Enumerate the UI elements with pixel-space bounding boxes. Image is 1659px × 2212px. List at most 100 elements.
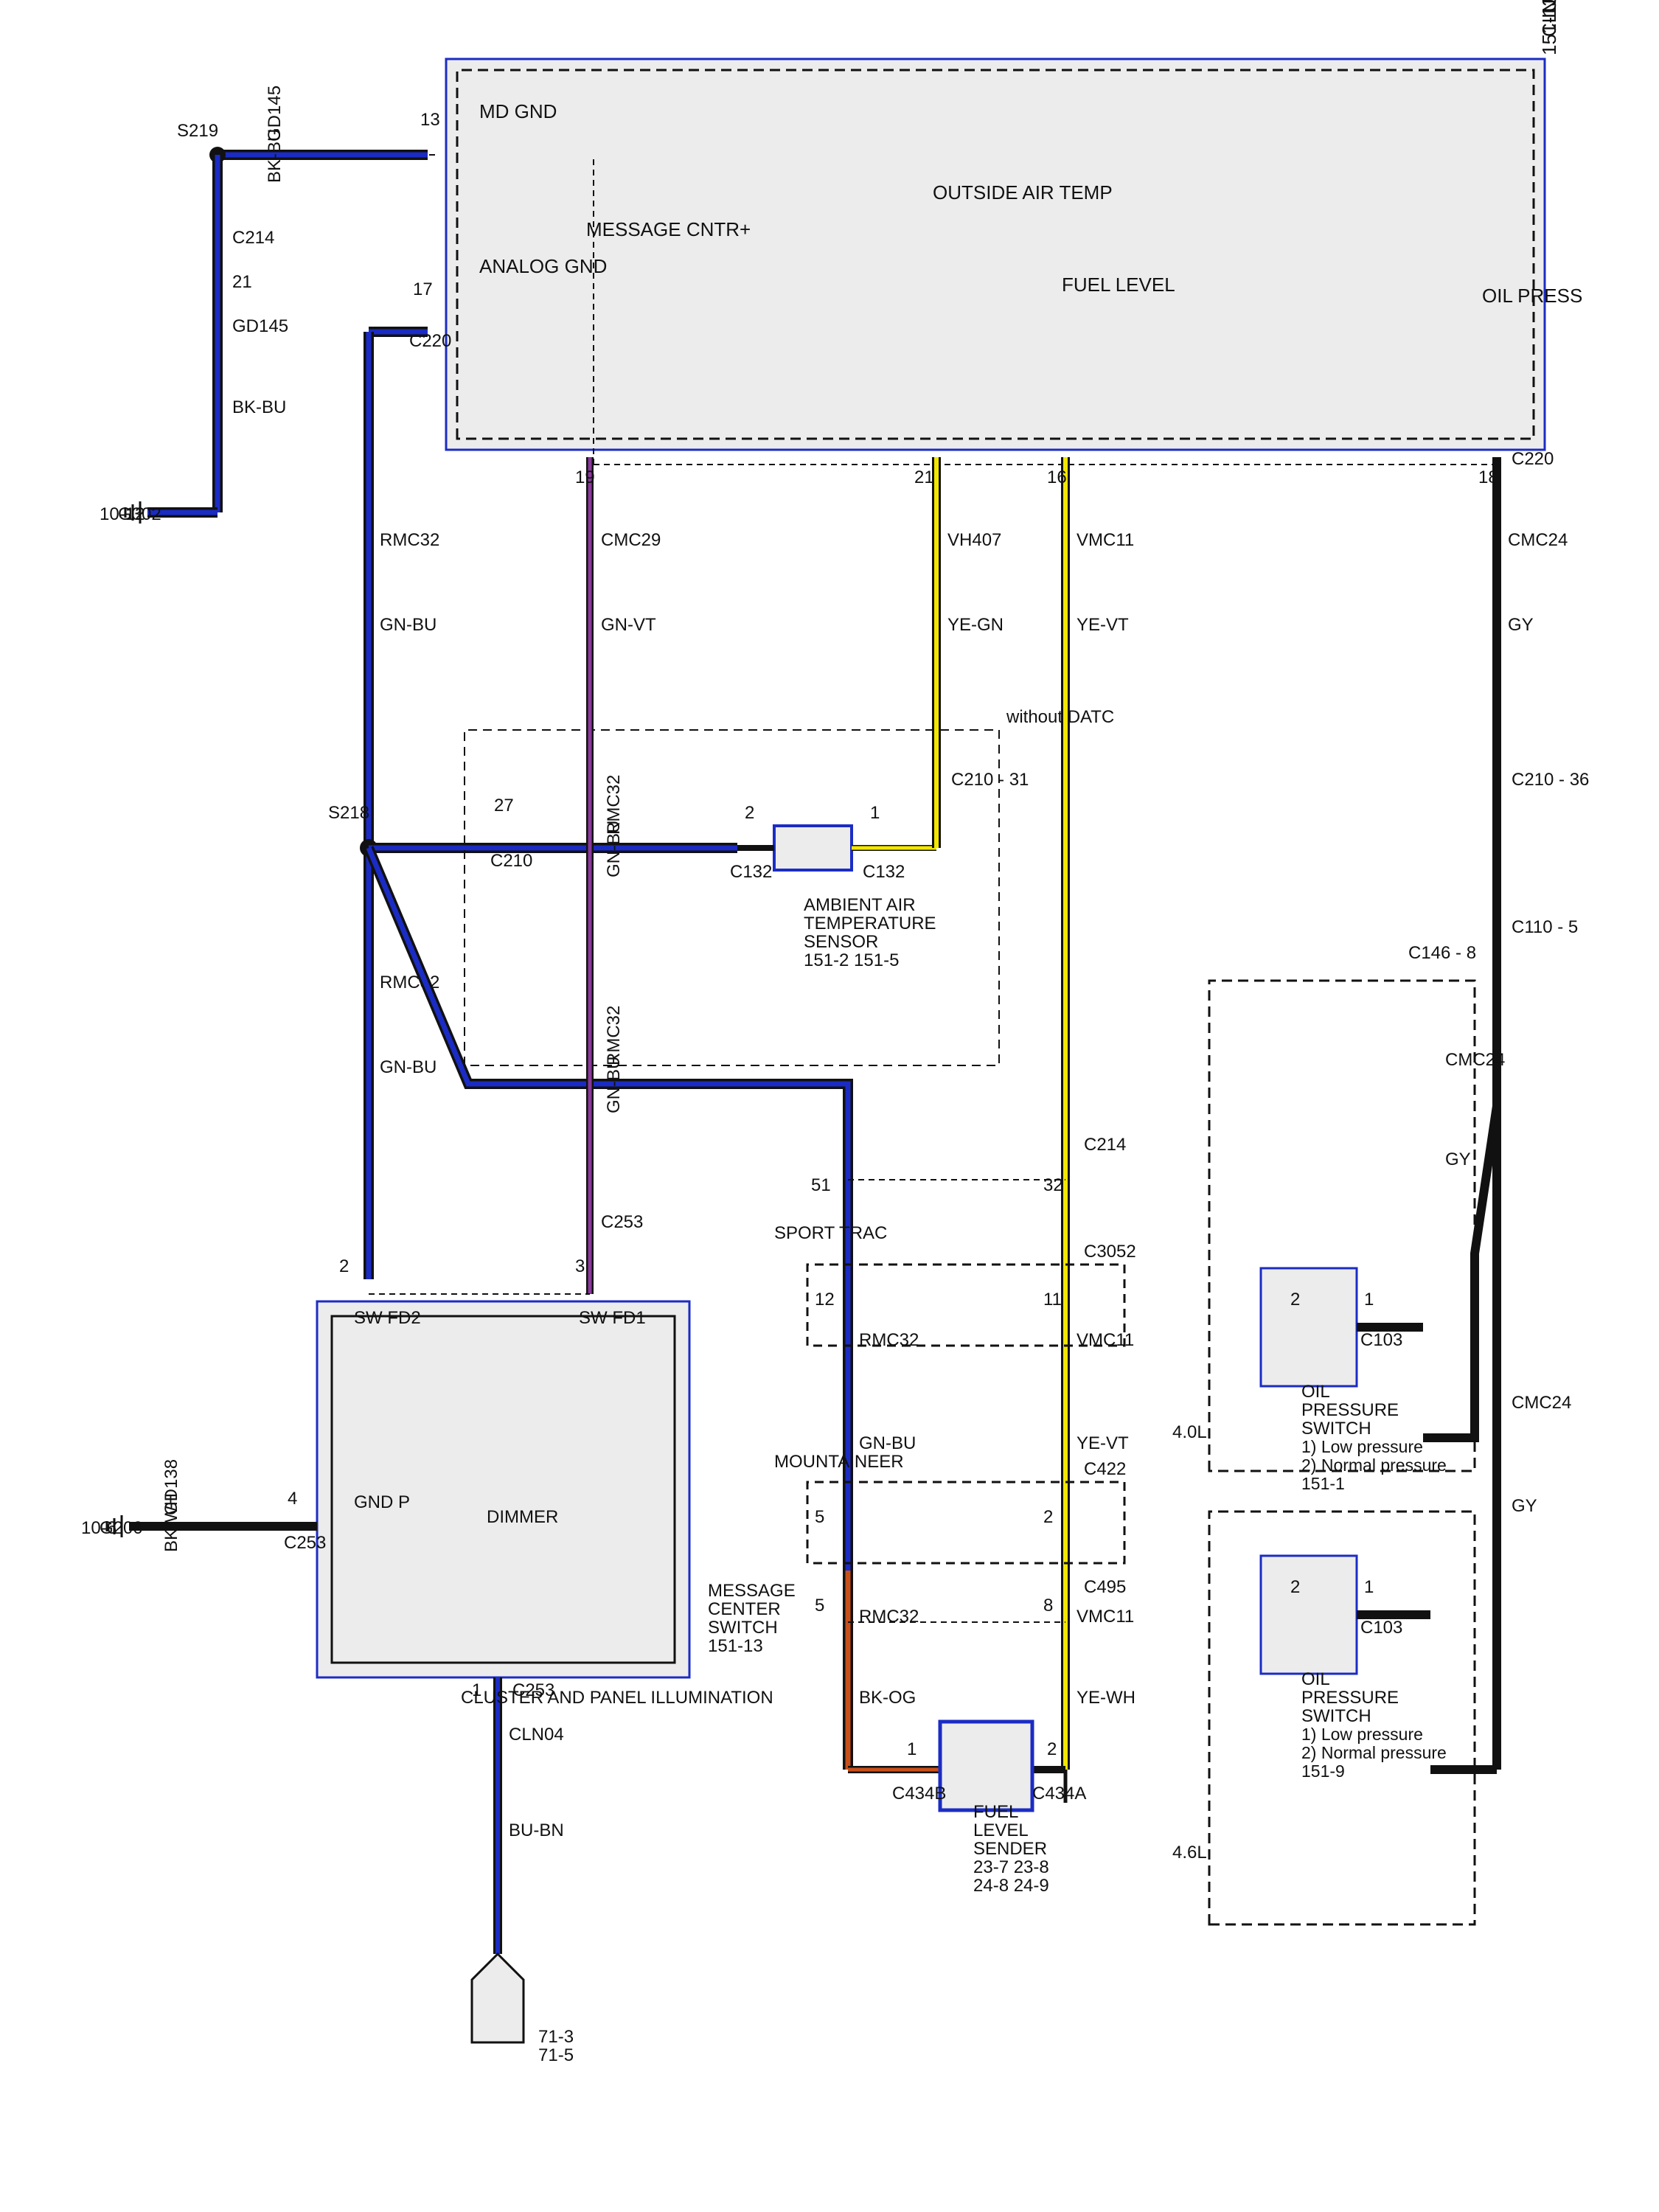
sensor-label-2: TEMPERATURE (804, 914, 936, 933)
sport-trac-pin-12: 12 (815, 1290, 835, 1310)
illumination-label: CLUSTER AND PANEL ILLUMINATION (461, 1688, 773, 1708)
oil-switch-1-label-4: 1) Low pressure (1301, 1437, 1423, 1456)
oil-switch-1-conn: C103 (1360, 1330, 1402, 1350)
c253-left-label: C253 (284, 1533, 326, 1553)
engine-4-0l-box (1208, 979, 1476, 1472)
c146-8-label: C146 - 8 (1408, 943, 1476, 963)
c214-pin-51: 51 (811, 1175, 831, 1195)
c210-36-label: C210 - 36 (1512, 770, 1589, 790)
c214-ground-pin: 21 (232, 272, 252, 292)
vh407-circuit: 21 VH407 YE-GN (914, 457, 1004, 848)
ground-g200-label: G200 (100, 1518, 143, 1538)
mountaineer-pin-5: 5 (815, 1507, 824, 1527)
c214-ground-label: C214 (232, 228, 274, 248)
pin-fuel-level: FUEL LEVEL (1062, 274, 1175, 296)
pin-18: 18 (1478, 467, 1498, 487)
illumination-connector (470, 1952, 525, 2044)
engine-4-0l-label: 4.0L (1172, 1422, 1207, 1442)
gn-bu-label-1: GN-BU (380, 615, 437, 635)
message-switch-label-3: SWITCH (708, 1618, 778, 1638)
cluster-title-3: 151-13 (1538, 0, 1560, 55)
c220-right-label: C220 (1512, 449, 1554, 469)
oil-switch-1-pin-2: 2 (1290, 1290, 1300, 1310)
oil-switch-1-pin-1: 1 (1364, 1290, 1374, 1310)
pin-1: 1 (472, 1680, 481, 1700)
vh407-label: VH407 (947, 530, 1001, 550)
oil-switch-2-label-4: 1) Low pressure (1301, 1725, 1423, 1744)
fuel-level-sender: 1 2 C434B C434A FUEL LEVEL SENDER 23-7 2… (848, 1719, 1086, 1896)
oil-switch-1-label-6: 151-1 (1301, 1474, 1345, 1493)
splice-s219-label: S219 (177, 121, 218, 141)
gd145-label-2: GD145 (232, 316, 288, 336)
dimmer-label: DIMMER (487, 1507, 558, 1527)
rmc32-mid-label: RMC32 (859, 1330, 919, 1350)
message-switch-label-1: MESSAGE (708, 1581, 796, 1601)
message-center-switch: MESSAGE CENTER SWITCH 151-13 SW FD2 SW F… (81, 1256, 796, 2065)
bk-bu-label-1: BK-BU (265, 129, 285, 183)
oil-switch-2 (1259, 1554, 1358, 1675)
gy-label-1: GY (1508, 615, 1534, 635)
fuel-sender-label-5: 24-8 24-9 (973, 1876, 1049, 1896)
fuel-sender-box (938, 1719, 1034, 1812)
vmc11-label-1: VMC11 (1077, 530, 1134, 550)
c434b-label: C434B (892, 1784, 946, 1804)
bk-bu-label-2: BK-BU (232, 397, 286, 417)
mountaineer-label: MOUNTAINEER (774, 1452, 904, 1472)
oil-switch-2-label-3: SWITCH (1301, 1706, 1371, 1726)
illumination-ref-2: 71-5 (538, 2045, 574, 2065)
c210-label: C210 (490, 851, 532, 871)
gn-bu-label-2: GN-BU (380, 1057, 437, 1077)
gd138-label: GD138 (161, 1459, 181, 1515)
c3052-label: C3052 (1084, 1242, 1136, 1262)
cmc29-circuit: 19 CMC29 GN-VT C253 3 (575, 457, 661, 1294)
c110-5-label: C110 - 5 (1512, 917, 1578, 937)
sw-fd2-label: SW FD2 (354, 1308, 421, 1328)
gn-bu-mid-label: GN-BU (859, 1433, 916, 1453)
c495-pin-5: 5 (815, 1596, 824, 1615)
ye-gn-label: YE-GN (947, 615, 1004, 635)
vmc11-circuit: 16 VMC11 YE-VT VMC11 YE-VT VMC11 YE-WH (1047, 457, 1135, 1803)
pin-outside-air-temp: OUTSIDE AIR TEMP (933, 181, 1113, 204)
rmc32-analog-gnd-circuit: S218 17 C220 RMC32 GN-BU RMC32 GN-BU RMC… (328, 279, 853, 1279)
fuel-sender-label-4: 23-7 23-8 (973, 1857, 1049, 1877)
cmc24-label-1: CMC24 (1508, 530, 1568, 550)
rmc32-low-label: RMC32 (859, 1607, 919, 1627)
pin-13: 13 (420, 110, 440, 130)
fuel-sender-pin-2: 2 (1047, 1739, 1057, 1759)
fuel-sender-label-1: FUEL (973, 1802, 1018, 1822)
oil-pressure-circuit: 18 C220 CMC24 GY C210 - 36 C110 - 5 C146… (1172, 449, 1589, 1926)
gn-vt-label: GN-VT (601, 615, 656, 635)
gd145-label-1: GD145 (265, 86, 285, 142)
pin-16: 16 (1047, 467, 1067, 487)
bk-wh-label: BK-WH (161, 1493, 181, 1552)
c422-label: C422 (1084, 1459, 1126, 1479)
oil-switch-2-conn: C103 (1360, 1618, 1402, 1638)
sport-trac-label: SPORT TRAC (774, 1223, 887, 1243)
engine-4-6l-box (1208, 1510, 1476, 1926)
ground-g302-ref: 10-12 (100, 504, 145, 524)
oil-switch-2-pin-2: 2 (1290, 1577, 1300, 1597)
gnd-p-label: GND P (354, 1492, 410, 1512)
pin-27: 27 (494, 796, 514, 815)
c495-pin-8: 8 (1043, 1596, 1053, 1615)
rmc32-label-1: RMC32 (380, 530, 439, 550)
engine-4-6l-label: 4.6L (1172, 1843, 1207, 1863)
message-switch-label-4: 151-13 (708, 1636, 763, 1656)
vmc11-label-3: VMC11 (1077, 1607, 1134, 1627)
oil-switch-2-pin-1: 1 (1364, 1577, 1374, 1597)
ground-g302-label: G302 (118, 504, 161, 524)
ground-s219-group: S219 GD145 BK-BU C214 21 GD145 BK-BU G30… (100, 86, 440, 524)
pin-21: 21 (914, 467, 934, 487)
rmc32-label-3: RMC32 (604, 1006, 624, 1065)
c214-pin-32: 32 (1043, 1175, 1063, 1195)
instrument-cluster: INSTRUMENT CLUSTER (IC) 151-13 MD GND AN… (445, 0, 1582, 451)
c132-a: C132 (863, 862, 905, 882)
sw-fd1-label: SW FD1 (579, 1308, 646, 1328)
pin-4: 4 (288, 1489, 297, 1509)
ambient-air-sensor (773, 824, 853, 872)
ye-wh-label: YE-WH (1077, 1688, 1135, 1708)
c253-bottom-label: C253 (512, 1680, 554, 1700)
sensor-pin-2: 2 (745, 803, 754, 823)
fuel-sender-pin-1: 1 (907, 1739, 917, 1759)
